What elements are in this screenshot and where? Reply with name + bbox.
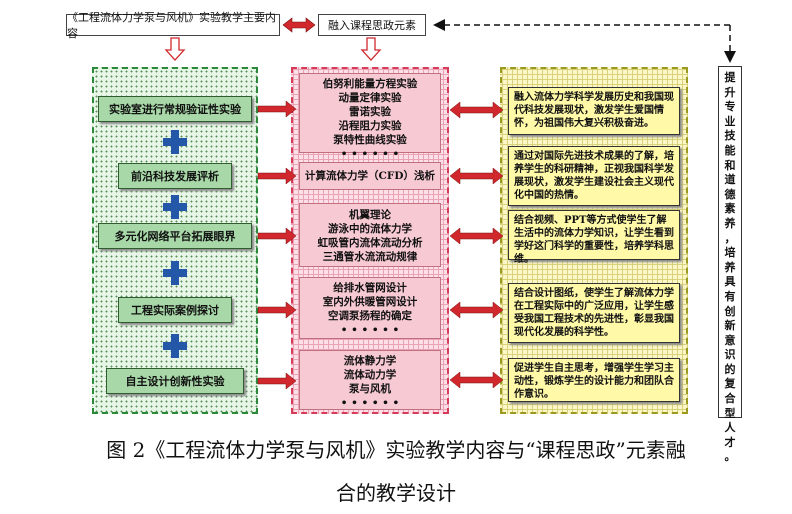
content-item: 雷诺实验 (349, 106, 391, 118)
content-item: 伯努利能量方程实验 (322, 78, 418, 90)
outcome-char: 养 (724, 260, 736, 274)
content-group-2: 计算流体力学（CFD）浅析 (299, 162, 441, 190)
outcome-char: 业 (724, 114, 736, 128)
main-content-title-box: 《工程流体力学泵与风机》实验教学主要内容 (66, 11, 280, 40)
ideology-goal-1: 融入流体力学科学发展历史和我国现代科技发展现状，激发学生爱国情怀，为祖国伟大复兴… (508, 87, 680, 135)
outcome-char: 养 (724, 216, 736, 230)
content-item: 室内外供暖管网设计 (322, 296, 418, 308)
content-ellipsis: • • • • • • (340, 397, 400, 409)
outcome-char: 德 (724, 187, 736, 201)
outcome-char: 技 (724, 129, 736, 143)
middle-to-right-arrows (449, 101, 504, 389)
outcome-char: 才 (724, 435, 736, 449)
outcome-char: 升 (724, 85, 736, 99)
outcome-char: 。 (724, 450, 736, 464)
content-item: 泵特性曲线实验 (333, 134, 407, 146)
content-group-1: 伯努利能量方程实验 动量定律实验 雷诺实验 沿程阻力实验 泵特性曲线实验 • •… (299, 73, 441, 160)
outcome-char: 识 (724, 348, 736, 362)
experiment-type-5: 自主设计创新性实验 (106, 368, 244, 394)
content-item: 动量定律实验 (338, 92, 402, 104)
left-to-middle-arrows (257, 100, 297, 390)
content-item: 沿程阻力实验 (338, 120, 402, 132)
outcome-char: 提 (724, 71, 736, 84)
content-item: 泵与风机 (349, 383, 391, 395)
outcome-char: 合 (724, 392, 736, 406)
outcome-char: 人 (724, 421, 736, 435)
down-arrow-middle (360, 37, 382, 61)
plus-signs (163, 130, 187, 358)
ideology-elements-box: 融入课程思政元素 (318, 14, 426, 36)
outcome-char: 的 (724, 362, 736, 376)
content-group-5: 流体静力学 流体动力学 泵与风机 • • • • • • (299, 350, 441, 410)
ideology-goal-4: 结合设计图纸，使学生了解流体力学在工程实际中的广泛应用，让学生感受我国工程技术的… (508, 283, 680, 343)
outcome-char: 具 (724, 275, 736, 289)
content-item: 给排水管网设计 (333, 282, 407, 294)
feedback-dashed-arrow (433, 19, 736, 63)
content-group-3: 机翼理论 游泳中的流体力学 虹吸管内流体流动分析 三通管水流流动规律 (299, 203, 441, 267)
content-item: 计算流体力学（CFD）浅析 (305, 170, 435, 182)
content-item: 流体静力学 (343, 355, 397, 367)
talent-outcome-box: 提升专业技能和道德素养，培养具有创新意识的复合型人才。 (718, 66, 742, 463)
content-item: 空调泵扬程的确定 (328, 310, 412, 322)
experiment-type-4: 工程实际案例探讨 (118, 297, 232, 323)
outcome-char: 和 (724, 158, 736, 172)
top-link-arrow (282, 17, 316, 33)
content-ellipsis: • • • • • • (340, 148, 400, 160)
ideology-goal-3: 结合视频、PPT等方式使学生了解生活中的流体力学知识，让学生看到学好这门科学的重… (508, 210, 680, 265)
ideology-goal-2: 通过对国际先进技术成果的了解，培养学生的科研精神，正视我国科学发展现状，激发学生… (508, 146, 680, 206)
outcome-char: 道 (724, 173, 736, 187)
content-group-4: 给排水管网设计 室内外供暖管网设计 空调泵扬程的确定 • • • • • • (299, 277, 441, 339)
outcome-char: 意 (724, 333, 736, 347)
figure-caption-line-1: 图 2《工程流体力学泵与风机》实验教学内容与“课程思政”元素融 (106, 438, 686, 462)
outcome-char: 专 (724, 100, 736, 114)
outcome-char: 复 (724, 377, 736, 391)
content-ellipsis: • • • • • • (340, 324, 400, 336)
experiment-type-2: 前沿科技发展评析 (118, 163, 232, 189)
outcome-char: 型 (724, 406, 736, 420)
outcome-char: 新 (724, 319, 736, 333)
figure-caption-line-2: 合的教学设计 (336, 481, 456, 505)
content-item: 流体动力学 (343, 369, 397, 381)
outcome-char: 创 (724, 304, 736, 318)
ideology-goal-5: 促进学生自主思考，增强学生学习主动性，锻炼学生的设计能力和团队合作意识。 (508, 358, 680, 402)
content-item: 三通管水流流动规律 (322, 251, 418, 263)
experiment-type-1: 实验室进行常规验证性实验 (98, 96, 252, 122)
outcome-char: 培 (724, 246, 736, 260)
experiment-type-3: 多元化网络平台拓展眼界 (98, 223, 252, 249)
content-item: 游泳中的流体力学 (328, 223, 412, 235)
outcome-char: 有 (724, 289, 736, 303)
content-item: 虹吸管内流体流动分析 (317, 237, 423, 249)
outcome-char: ， (724, 231, 736, 245)
outcome-char: 素 (724, 202, 736, 216)
down-arrow-left (164, 37, 186, 61)
content-item: 机翼理论 (349, 209, 391, 221)
outcome-char: 能 (724, 143, 736, 157)
